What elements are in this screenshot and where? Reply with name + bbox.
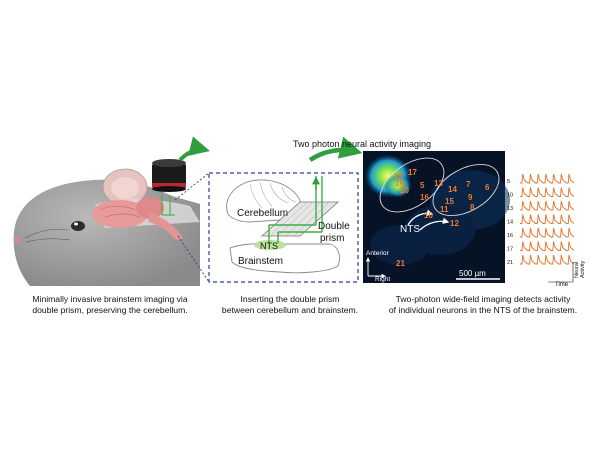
trace-label-14: 14 bbox=[507, 220, 513, 226]
trace-label-17: 17 bbox=[507, 247, 513, 253]
trace-ylabel-1: Neural bbox=[574, 262, 580, 278]
neuron-label-9: 9 bbox=[468, 193, 473, 202]
caption-imaging-line-2: of individual neurons in the NTS of the … bbox=[388, 305, 578, 315]
neuron-label-5: 5 bbox=[420, 181, 425, 190]
caption-imaging: Two-photon wide-field imaging detects ac… bbox=[372, 294, 594, 316]
neuron-label-15: 15 bbox=[445, 197, 454, 206]
activity-traces: 5 10 13 14 16 17 21 bbox=[507, 173, 575, 266]
trace-label-5: 5 bbox=[507, 179, 510, 185]
neuron-label-21: 21 bbox=[396, 259, 405, 268]
mouse-green-arrow bbox=[178, 136, 210, 162]
prism-schematic: Cerebellum Double prism NTS Brainstem bbox=[208, 172, 359, 283]
trace-xlabel: Time bbox=[555, 282, 569, 288]
trace-line-21 bbox=[520, 254, 575, 265]
caption-prism-line-2: between cerebellum and brainstem. bbox=[221, 305, 359, 315]
scale-bar-label: 500 µm bbox=[459, 269, 486, 278]
neuron-label-7: 7 bbox=[466, 180, 471, 189]
roi-left bbox=[379, 157, 445, 213]
neuron-label-12: 12 bbox=[450, 219, 459, 228]
double-prism-label-2: prism bbox=[320, 233, 344, 244]
nts-label: NTS bbox=[260, 241, 278, 251]
neuron-label-10: 10 bbox=[424, 211, 433, 220]
trace-label-10: 10 bbox=[507, 193, 513, 199]
neuron-label-16: 16 bbox=[420, 193, 429, 202]
trace-label-21: 21 bbox=[507, 260, 513, 266]
mouse-nose bbox=[14, 237, 20, 243]
caption-prism-line-1: Inserting the double prism bbox=[240, 294, 340, 304]
trace-line-10 bbox=[520, 187, 575, 197]
neuron-label-13: 13 bbox=[434, 179, 443, 188]
neuron-label-11: 11 bbox=[440, 205, 449, 214]
neuron-label-14: 14 bbox=[448, 185, 457, 194]
trace-ylabel-2: Activity bbox=[580, 260, 586, 278]
schematic-green-arrow bbox=[308, 136, 363, 162]
caption-mouse-line-1: Minimally invasive brainstem imaging via bbox=[32, 294, 188, 304]
micrograph-nts-label: NTS bbox=[400, 224, 420, 235]
neuron-label-20: 20 bbox=[400, 186, 409, 195]
neuron-label-8: 8 bbox=[470, 203, 475, 212]
roi-right bbox=[432, 163, 500, 217]
neuron-label-6: 6 bbox=[485, 183, 490, 192]
trace-label-16: 16 bbox=[507, 233, 513, 239]
trace-line-17 bbox=[520, 241, 575, 251]
caption-mouse-line-2: double prism, preserving the cerebellum. bbox=[32, 305, 188, 315]
double-prism bbox=[260, 201, 340, 237]
neuron-label-18: 18 bbox=[394, 172, 403, 181]
trace-line-14 bbox=[520, 214, 575, 224]
brain-illustration bbox=[92, 197, 183, 240]
double-prism-label-1: Double bbox=[318, 221, 350, 232]
neuron-label-17: 17 bbox=[408, 168, 417, 177]
figure-top-title: Two photon neural activity imaging bbox=[292, 139, 432, 149]
objective-lens bbox=[152, 159, 186, 192]
caption-mouse: Minimally invasive brainstem imaging via… bbox=[12, 294, 208, 316]
trace-label-13: 13 bbox=[507, 206, 513, 212]
mouse-illustration bbox=[13, 136, 210, 286]
trace-line-13 bbox=[520, 200, 575, 211]
anterior-label: Anterior bbox=[366, 250, 390, 257]
right-label: Right bbox=[375, 276, 390, 283]
trace-line-16 bbox=[520, 227, 575, 238]
mouse-eye bbox=[71, 221, 85, 231]
caption-prism: Inserting the double prism between cereb… bbox=[205, 294, 375, 316]
cerebellum-label: Cerebellum bbox=[237, 208, 288, 219]
caption-imaging-line-1: Two-photon wide-field imaging detects ac… bbox=[395, 294, 571, 304]
brainstem-label: Brainstem bbox=[238, 256, 283, 267]
neuron-label-19: 19 bbox=[395, 179, 404, 188]
trace-line-5 bbox=[520, 173, 575, 184]
